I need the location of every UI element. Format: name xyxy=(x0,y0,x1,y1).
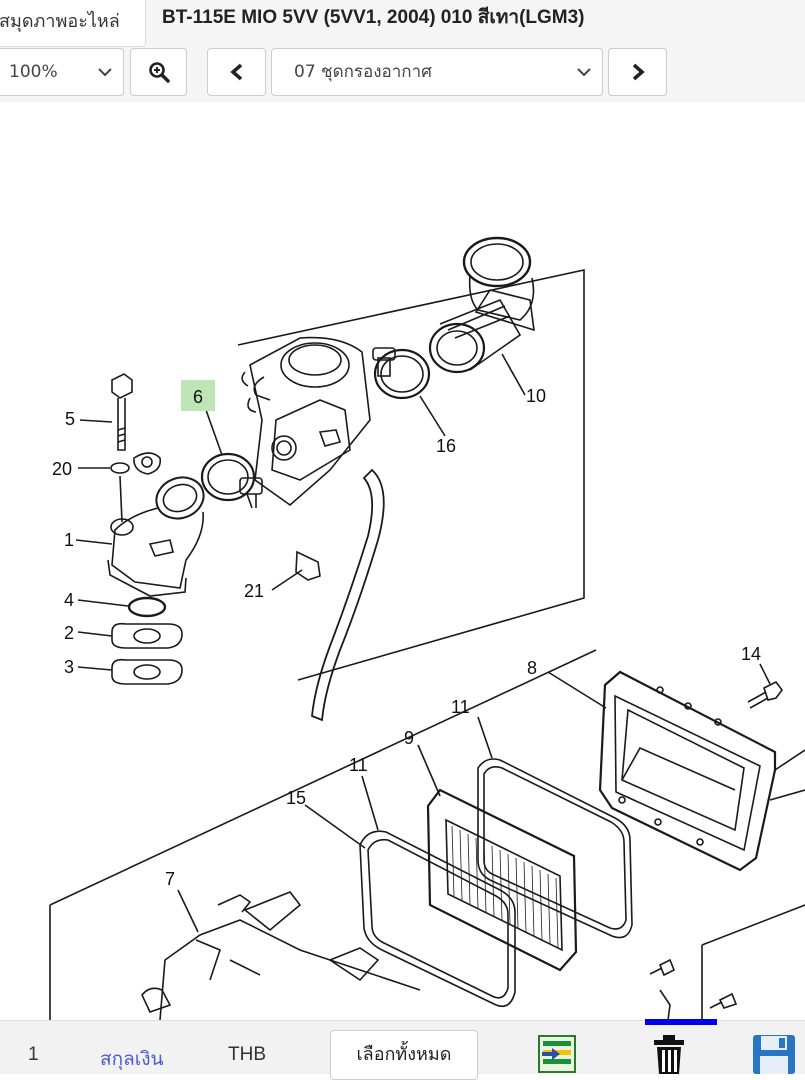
callout-15[interactable]: 15 xyxy=(286,788,306,808)
callout-7[interactable]: 7 xyxy=(165,869,175,889)
callout-11-lower[interactable]: 11 xyxy=(349,755,368,775)
callout-11-upper[interactable]: 11 xyxy=(451,697,470,717)
chevron-down-icon xyxy=(577,68,591,77)
previous-section-button[interactable] xyxy=(207,48,266,96)
toolbar: สมุดภาพอะไหล่ BT-115E MIO 5VV (5VV1, 200… xyxy=(0,0,805,102)
next-section-button[interactable] xyxy=(608,48,667,96)
page-title: BT-115E MIO 5VV (5VV1, 2004) 010 สีเทา(L… xyxy=(162,7,585,28)
callout-16[interactable]: 16 xyxy=(436,436,456,456)
zoom-button[interactable] xyxy=(130,48,187,96)
callout-21[interactable]: 21 xyxy=(244,581,264,601)
scroll-indicator xyxy=(645,1019,717,1025)
callout-8[interactable]: 8 xyxy=(527,658,537,678)
callout-20[interactable]: 20 xyxy=(52,459,72,479)
highlight-part-6 xyxy=(181,380,215,411)
select-all-button[interactable]: เลือกทั้งหมด xyxy=(330,1030,478,1080)
callout-3[interactable]: 3 xyxy=(64,657,74,677)
section-value: 07 ชุดกรองอากาศ xyxy=(294,62,432,82)
callout-6[interactable]: 6 xyxy=(193,387,203,407)
callout-5[interactable]: 5 xyxy=(65,409,75,429)
zoom-select[interactable]: 100% xyxy=(0,48,124,96)
chevron-left-icon xyxy=(229,63,242,81)
callout-9[interactable]: 9 xyxy=(404,728,414,748)
currency-value: THB xyxy=(228,1044,266,1065)
section-select[interactable]: 07 ชุดกรองอากาศ xyxy=(271,48,603,96)
callout-14[interactable]: 14 xyxy=(741,644,761,664)
callout-2[interactable]: 2 xyxy=(64,623,74,643)
add-to-list-icon[interactable] xyxy=(538,1034,576,1074)
parts-catalog-tab[interactable]: สมุดภาพอะไหล่ xyxy=(0,0,146,47)
quantity-value: 1 xyxy=(28,1044,39,1065)
trash-icon[interactable] xyxy=(650,1034,688,1074)
chevron-right-icon xyxy=(632,63,645,81)
save-icon[interactable] xyxy=(752,1034,796,1074)
currency-link[interactable]: สกุลเงิน xyxy=(100,1049,164,1070)
zoom-in-icon xyxy=(148,62,170,83)
chevron-down-icon xyxy=(98,68,112,77)
parts-diagram: 5 20 1 4 2 3 6 21 16 10 8 14 11 9 11 15 … xyxy=(0,102,805,1020)
callout-10[interactable]: 10 xyxy=(526,386,546,406)
zoom-value: 100% xyxy=(9,62,58,82)
callout-4[interactable]: 4 xyxy=(64,590,74,610)
parts-diagram-image: 5 20 1 4 2 3 6 21 16 10 8 14 11 9 11 15 … xyxy=(49,236,805,1020)
callout-1[interactable]: 1 xyxy=(64,530,74,550)
